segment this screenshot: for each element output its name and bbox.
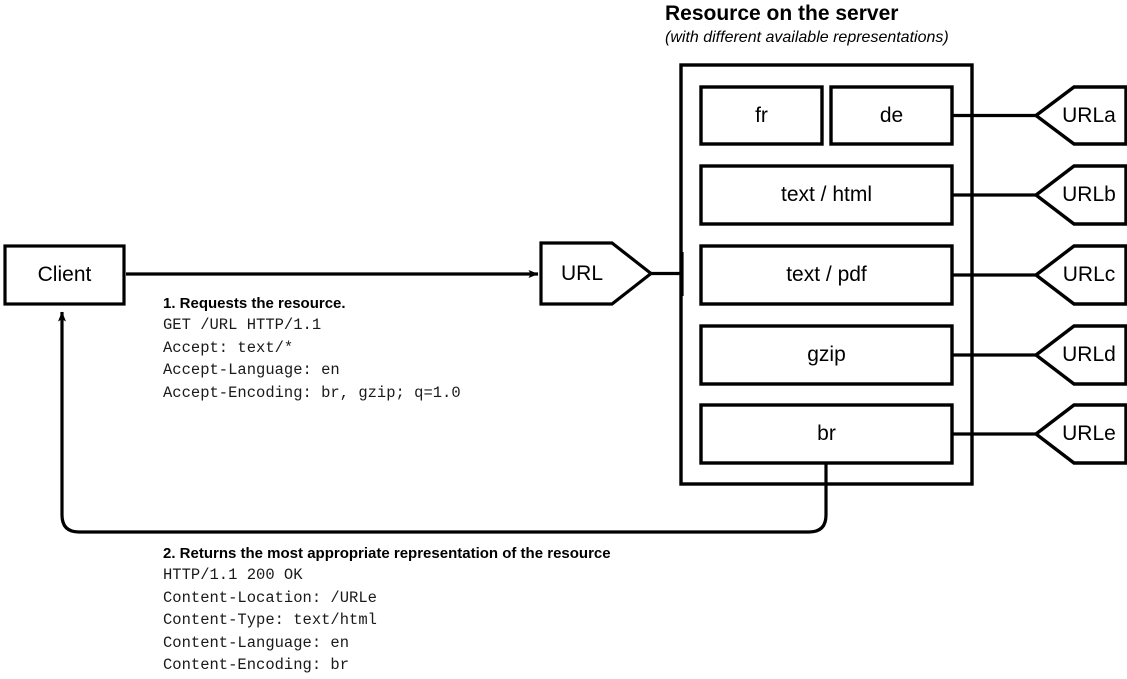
response-note: 2. Returns the most appropriate represen… xyxy=(163,544,611,677)
request-note-title: 1. Requests the resource. xyxy=(163,295,346,312)
representation-label-br: br xyxy=(817,422,836,445)
url-label-urlc: URLc xyxy=(1062,263,1116,286)
representation-label-fr: fr xyxy=(755,103,768,127)
request-note: 1. Requests the resource. GET /URL HTTP/… xyxy=(163,294,461,404)
server-subheading: (with different available representation… xyxy=(665,29,949,46)
url-node-label: URL xyxy=(560,261,603,285)
url-label-urle: URLe xyxy=(1062,422,1116,445)
request-note-body: GET /URL HTTP/1.1 Accept: text/* Accept-… xyxy=(163,316,461,402)
url-label-urld: URLd xyxy=(1062,343,1116,366)
representation-label-text-pdf: text / pdf xyxy=(786,263,867,286)
url-label-urla: URLa xyxy=(1062,103,1116,127)
response-note-body: HTTP/1.1 200 OK Content-Location: /URLe … xyxy=(163,566,377,674)
response-note-title: 2. Returns the most appropriate represen… xyxy=(163,545,611,562)
client-label: Client xyxy=(37,263,92,286)
server-heading: Resource on the server xyxy=(665,2,899,25)
representation-label-text-html: text / html xyxy=(780,183,873,206)
url-label-urlb: URLb xyxy=(1062,183,1116,206)
representation-label-de: de xyxy=(879,103,904,127)
representation-label-gzip: gzip xyxy=(807,343,846,366)
